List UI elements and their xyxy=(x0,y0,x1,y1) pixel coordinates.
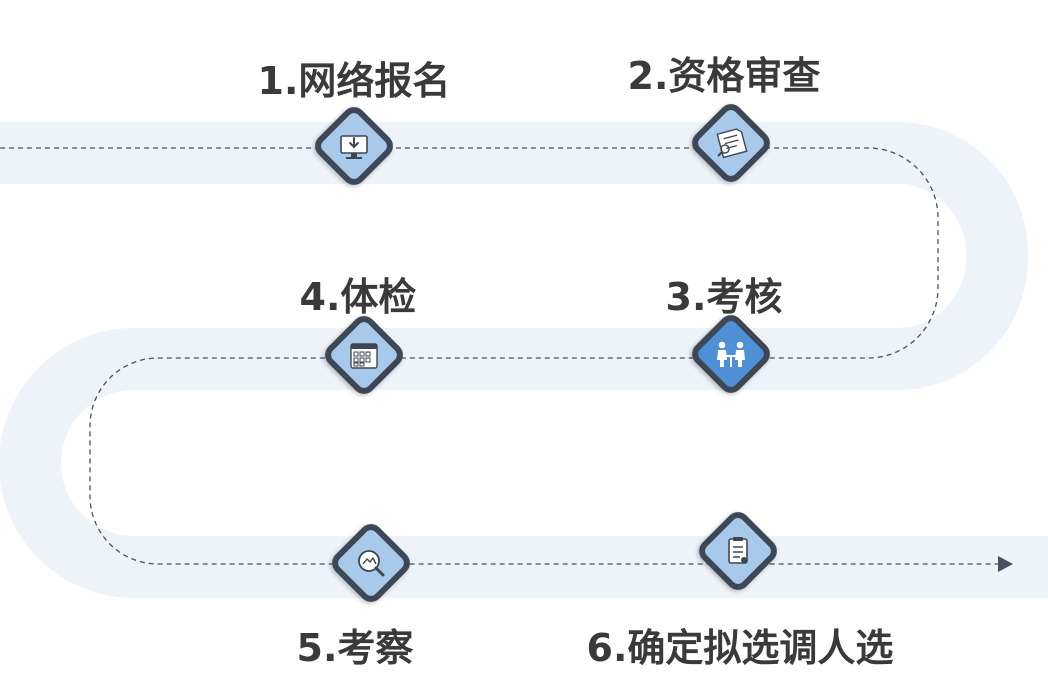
step-4-label: 4.体检 xyxy=(299,275,417,319)
magnifier-icon xyxy=(358,550,385,577)
clipboard-icon xyxy=(728,537,748,564)
step-1-label: 1.网络报名 xyxy=(257,59,451,103)
arrow-head-icon xyxy=(998,556,1013,572)
step-3-label: 3.考核 xyxy=(665,275,783,319)
step-1-node xyxy=(315,107,393,185)
step-5-node xyxy=(332,524,410,602)
calendar-icon xyxy=(350,343,378,369)
dashed-path-line xyxy=(0,147,1000,565)
step-6-label: 6.确定拟选调人选 xyxy=(586,626,894,670)
step-2-node xyxy=(692,104,770,182)
interview-icon xyxy=(717,341,745,367)
step-6-node xyxy=(699,512,777,590)
step-5-label: 5.考察 xyxy=(296,626,414,670)
step-4-node xyxy=(325,316,403,394)
computer-download-icon xyxy=(340,135,368,159)
document-review-icon xyxy=(716,128,748,159)
step-2-label: 2.资格审查 xyxy=(627,54,821,98)
track-band xyxy=(0,122,1048,598)
step-3-node xyxy=(692,315,770,393)
